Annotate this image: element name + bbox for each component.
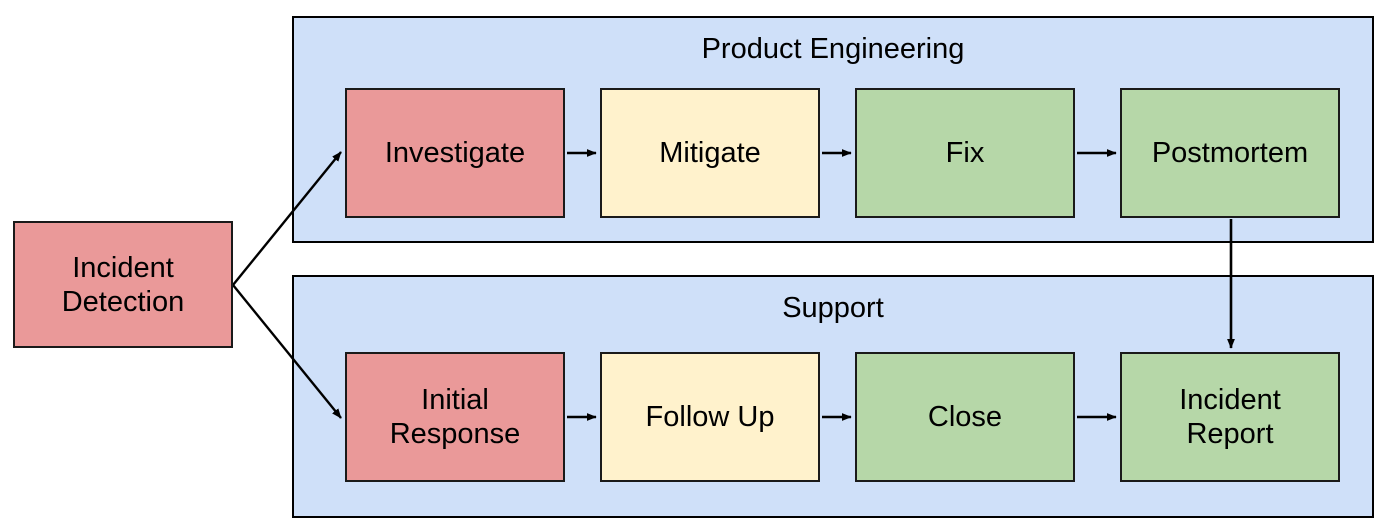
node-incident-report[interactable]: Incident Report	[1120, 352, 1340, 482]
swimlane-title-support: Support	[782, 292, 884, 324]
node-follow-up[interactable]: Follow Up	[600, 352, 820, 482]
node-close[interactable]: Close	[855, 352, 1075, 482]
swimlane-title-product-engineering: Product Engineering	[701, 33, 965, 65]
node-postmortem[interactable]: Postmortem	[1120, 88, 1340, 218]
node-fix[interactable]: Fix	[855, 88, 1075, 218]
node-investigate[interactable]: Investigate	[345, 88, 565, 218]
node-incident-detection[interactable]: Incident Detection	[13, 221, 233, 348]
node-initial-response[interactable]: Initial Response	[345, 352, 565, 482]
node-mitigate[interactable]: Mitigate	[600, 88, 820, 218]
